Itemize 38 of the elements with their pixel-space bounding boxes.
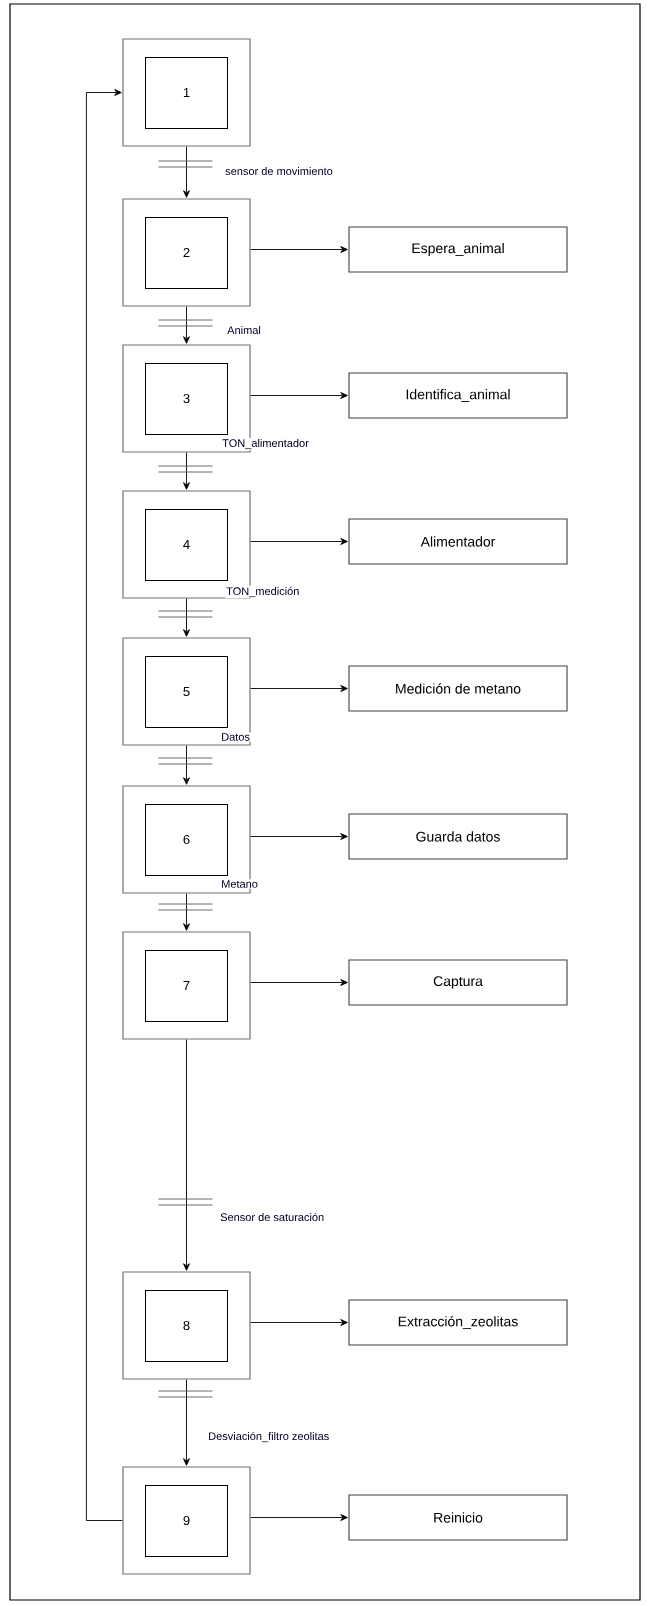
arrow <box>183 1039 190 1271</box>
arrow <box>183 306 190 344</box>
arrow <box>183 745 190 785</box>
arrow <box>250 246 348 253</box>
arrow <box>250 392 348 399</box>
action-box: Identifica_animal <box>348 372 568 419</box>
action-box: Alimentador <box>348 518 568 565</box>
transition-label: Datos <box>220 732 251 742</box>
arrow <box>250 1514 348 1521</box>
transition-label: Animal <box>226 324 262 336</box>
step-box: 8 <box>122 1271 251 1380</box>
action-box: Captura <box>348 959 568 1006</box>
transition-label: TON_alimentador <box>221 437 310 451</box>
arrow <box>250 833 348 840</box>
step-box: 1 <box>122 38 251 147</box>
transition-label: Desviación_filtro zeolitas <box>207 1430 331 1444</box>
arrow <box>85 89 123 1521</box>
arrow <box>250 538 348 545</box>
action-box: Medición de metano <box>348 665 568 712</box>
arrow <box>250 685 348 692</box>
step-box: 2 <box>122 198 251 307</box>
step-box: 7 <box>122 931 251 1040</box>
action-box: Extracción_zeolitas <box>348 1299 568 1346</box>
transition-label: sensor de movimiento <box>224 165 334 177</box>
arrow <box>183 1379 190 1466</box>
step-box: 9 <box>122 1466 251 1575</box>
action-box: Reinicio <box>348 1494 568 1541</box>
action-box: Espera_animal <box>348 226 568 273</box>
transition-label: TON_medición <box>225 585 301 599</box>
transition-label: Sensor de saturación <box>219 1211 326 1223</box>
action-box: Guarda datos <box>348 813 568 860</box>
arrow <box>183 893 190 931</box>
arrow <box>250 1319 348 1326</box>
arrow <box>183 452 190 490</box>
arrow <box>183 598 190 637</box>
arrow <box>250 979 348 986</box>
arrow <box>183 146 190 198</box>
transition-label: Metano <box>220 879 259 889</box>
